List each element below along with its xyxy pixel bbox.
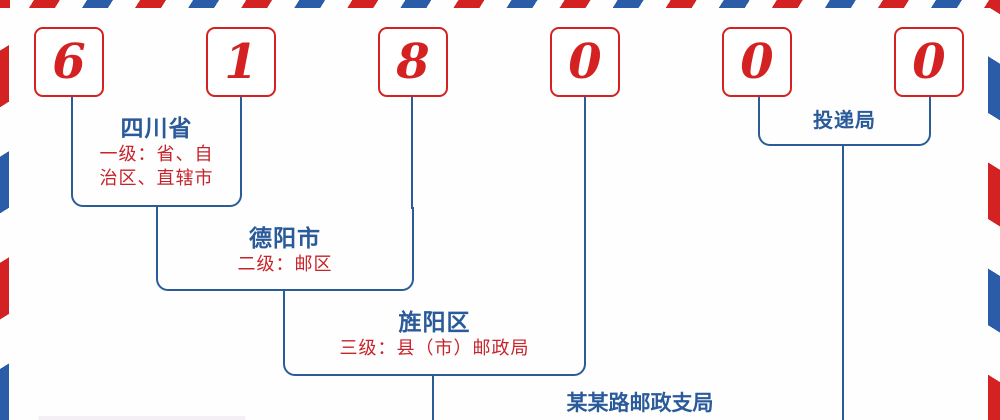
level-1-title: 四川省 <box>120 115 193 142</box>
postal-digit-6: 0 <box>894 27 964 97</box>
level-3-label: 旌阳区 三级：县（市）邮政局 <box>286 309 583 361</box>
level-1-subtitle-line-2: 治区、直辖市 <box>99 168 214 189</box>
bracket-level-3 <box>283 291 586 376</box>
connector-digit-4 <box>584 97 586 293</box>
level-2-label: 德阳市 二级：邮区 <box>160 225 410 277</box>
airmail-border-right <box>988 8 1000 420</box>
connector-delivery <box>842 146 844 420</box>
bracket-level-1 <box>71 97 242 207</box>
airmail-border-top <box>0 0 1000 8</box>
level-3-subtitle: 三级：县（市）邮政局 <box>339 338 530 359</box>
faint-bar <box>38 416 246 420</box>
connector-digit-3 <box>411 97 413 209</box>
level-3-title: 旌阳区 <box>398 309 471 336</box>
level-1-label: 四川省 一级：省、自 治区、直辖市 <box>74 115 239 191</box>
postal-digit-2: 1 <box>206 27 276 97</box>
airmail-border-left <box>0 8 9 420</box>
postal-digit-4: 0 <box>550 27 620 97</box>
delivery-title: 投递局 <box>813 108 876 132</box>
postal-digit-1: 6 <box>34 27 104 97</box>
bracket-level-2 <box>156 207 414 291</box>
delivery-label: 投递局 <box>760 106 929 134</box>
postal-digit-3: 8 <box>378 27 448 97</box>
level-4-title: 某某路邮政支局 <box>566 390 714 415</box>
postal-digit-5: 0 <box>722 27 792 97</box>
level-4-label: 某某路邮政支局 <box>540 389 740 417</box>
bracket-delivery <box>758 97 931 146</box>
connector-level-4 <box>432 376 434 420</box>
level-1-subtitle-line-1: 一级：省、自 <box>99 144 214 165</box>
level-2-title: 德阳市 <box>249 225 321 252</box>
level-2-subtitle: 二级：邮区 <box>237 254 333 275</box>
